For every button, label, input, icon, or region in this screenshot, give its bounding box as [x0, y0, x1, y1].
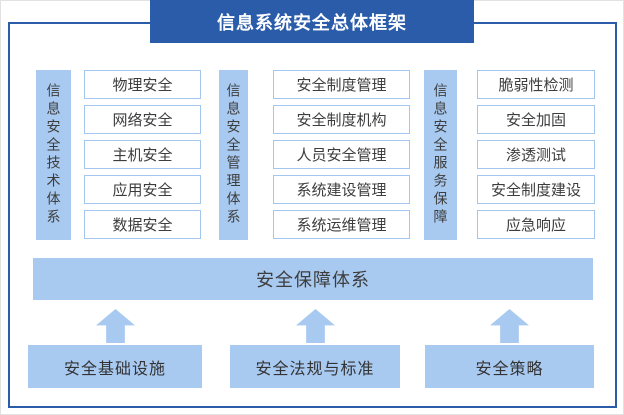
column-management: 信息安全管理体系 安全制度管理 安全制度机构 人员安全管理 系统建设管理 系统运… [219, 70, 410, 240]
tech-item-data-security: 数据安全 [84, 210, 201, 239]
mgmt-item-personnel-security: 人员安全管理 [273, 140, 410, 169]
mgmt-item-system-operations: 系统运维管理 [273, 210, 410, 239]
svc-item-security-hardening: 安全加固 [477, 105, 595, 134]
tech-item-physical-security: 物理安全 [84, 70, 201, 99]
tech-item-network-security: 网络安全 [84, 105, 201, 134]
column-service: 信息安全服务保障 脆弱性检测 安全加固 渗透测试 安全制度建设 应急响应 [424, 70, 595, 240]
svc-item-penetration-testing: 渗透测试 [477, 140, 595, 169]
column-technology-items: 物理安全 网络安全 主机安全 应用安全 数据安全 [84, 70, 201, 240]
mgmt-item-policy-organization: 安全制度机构 [273, 105, 410, 134]
tech-item-host-security: 主机安全 [84, 140, 201, 169]
svc-item-policy-construction: 安全制度建设 [477, 175, 595, 204]
column-service-items: 脆弱性检测 安全加固 渗透测试 安全制度建设 应急响应 [477, 70, 595, 240]
assurance-system-bar: 安全保障体系 [33, 258, 593, 300]
svc-item-vulnerability-detection: 脆弱性检测 [477, 70, 595, 99]
foundation-security-infrastructure: 安全基础设施 [28, 345, 202, 388]
column-management-label: 信息安全管理体系 [219, 70, 248, 240]
column-technology: 信息安全技术体系 物理安全 网络安全 主机安全 应用安全 数据安全 [36, 70, 201, 240]
column-technology-label: 信息安全技术体系 [36, 70, 71, 240]
column-management-items: 安全制度管理 安全制度机构 人员安全管理 系统建设管理 系统运维管理 [273, 70, 410, 240]
svc-item-emergency-response: 应急响应 [477, 210, 595, 239]
column-service-label: 信息安全服务保障 [424, 70, 457, 240]
foundation-security-policy: 安全策略 [425, 345, 594, 388]
tech-item-application-security: 应用安全 [84, 175, 201, 204]
mgmt-item-policy-management: 安全制度管理 [273, 70, 410, 99]
diagram-title: 信息系统安全总体框架 [150, 0, 474, 43]
foundation-laws-and-standards: 安全法规与标准 [230, 345, 400, 388]
mgmt-item-system-construction: 系统建设管理 [273, 175, 410, 204]
